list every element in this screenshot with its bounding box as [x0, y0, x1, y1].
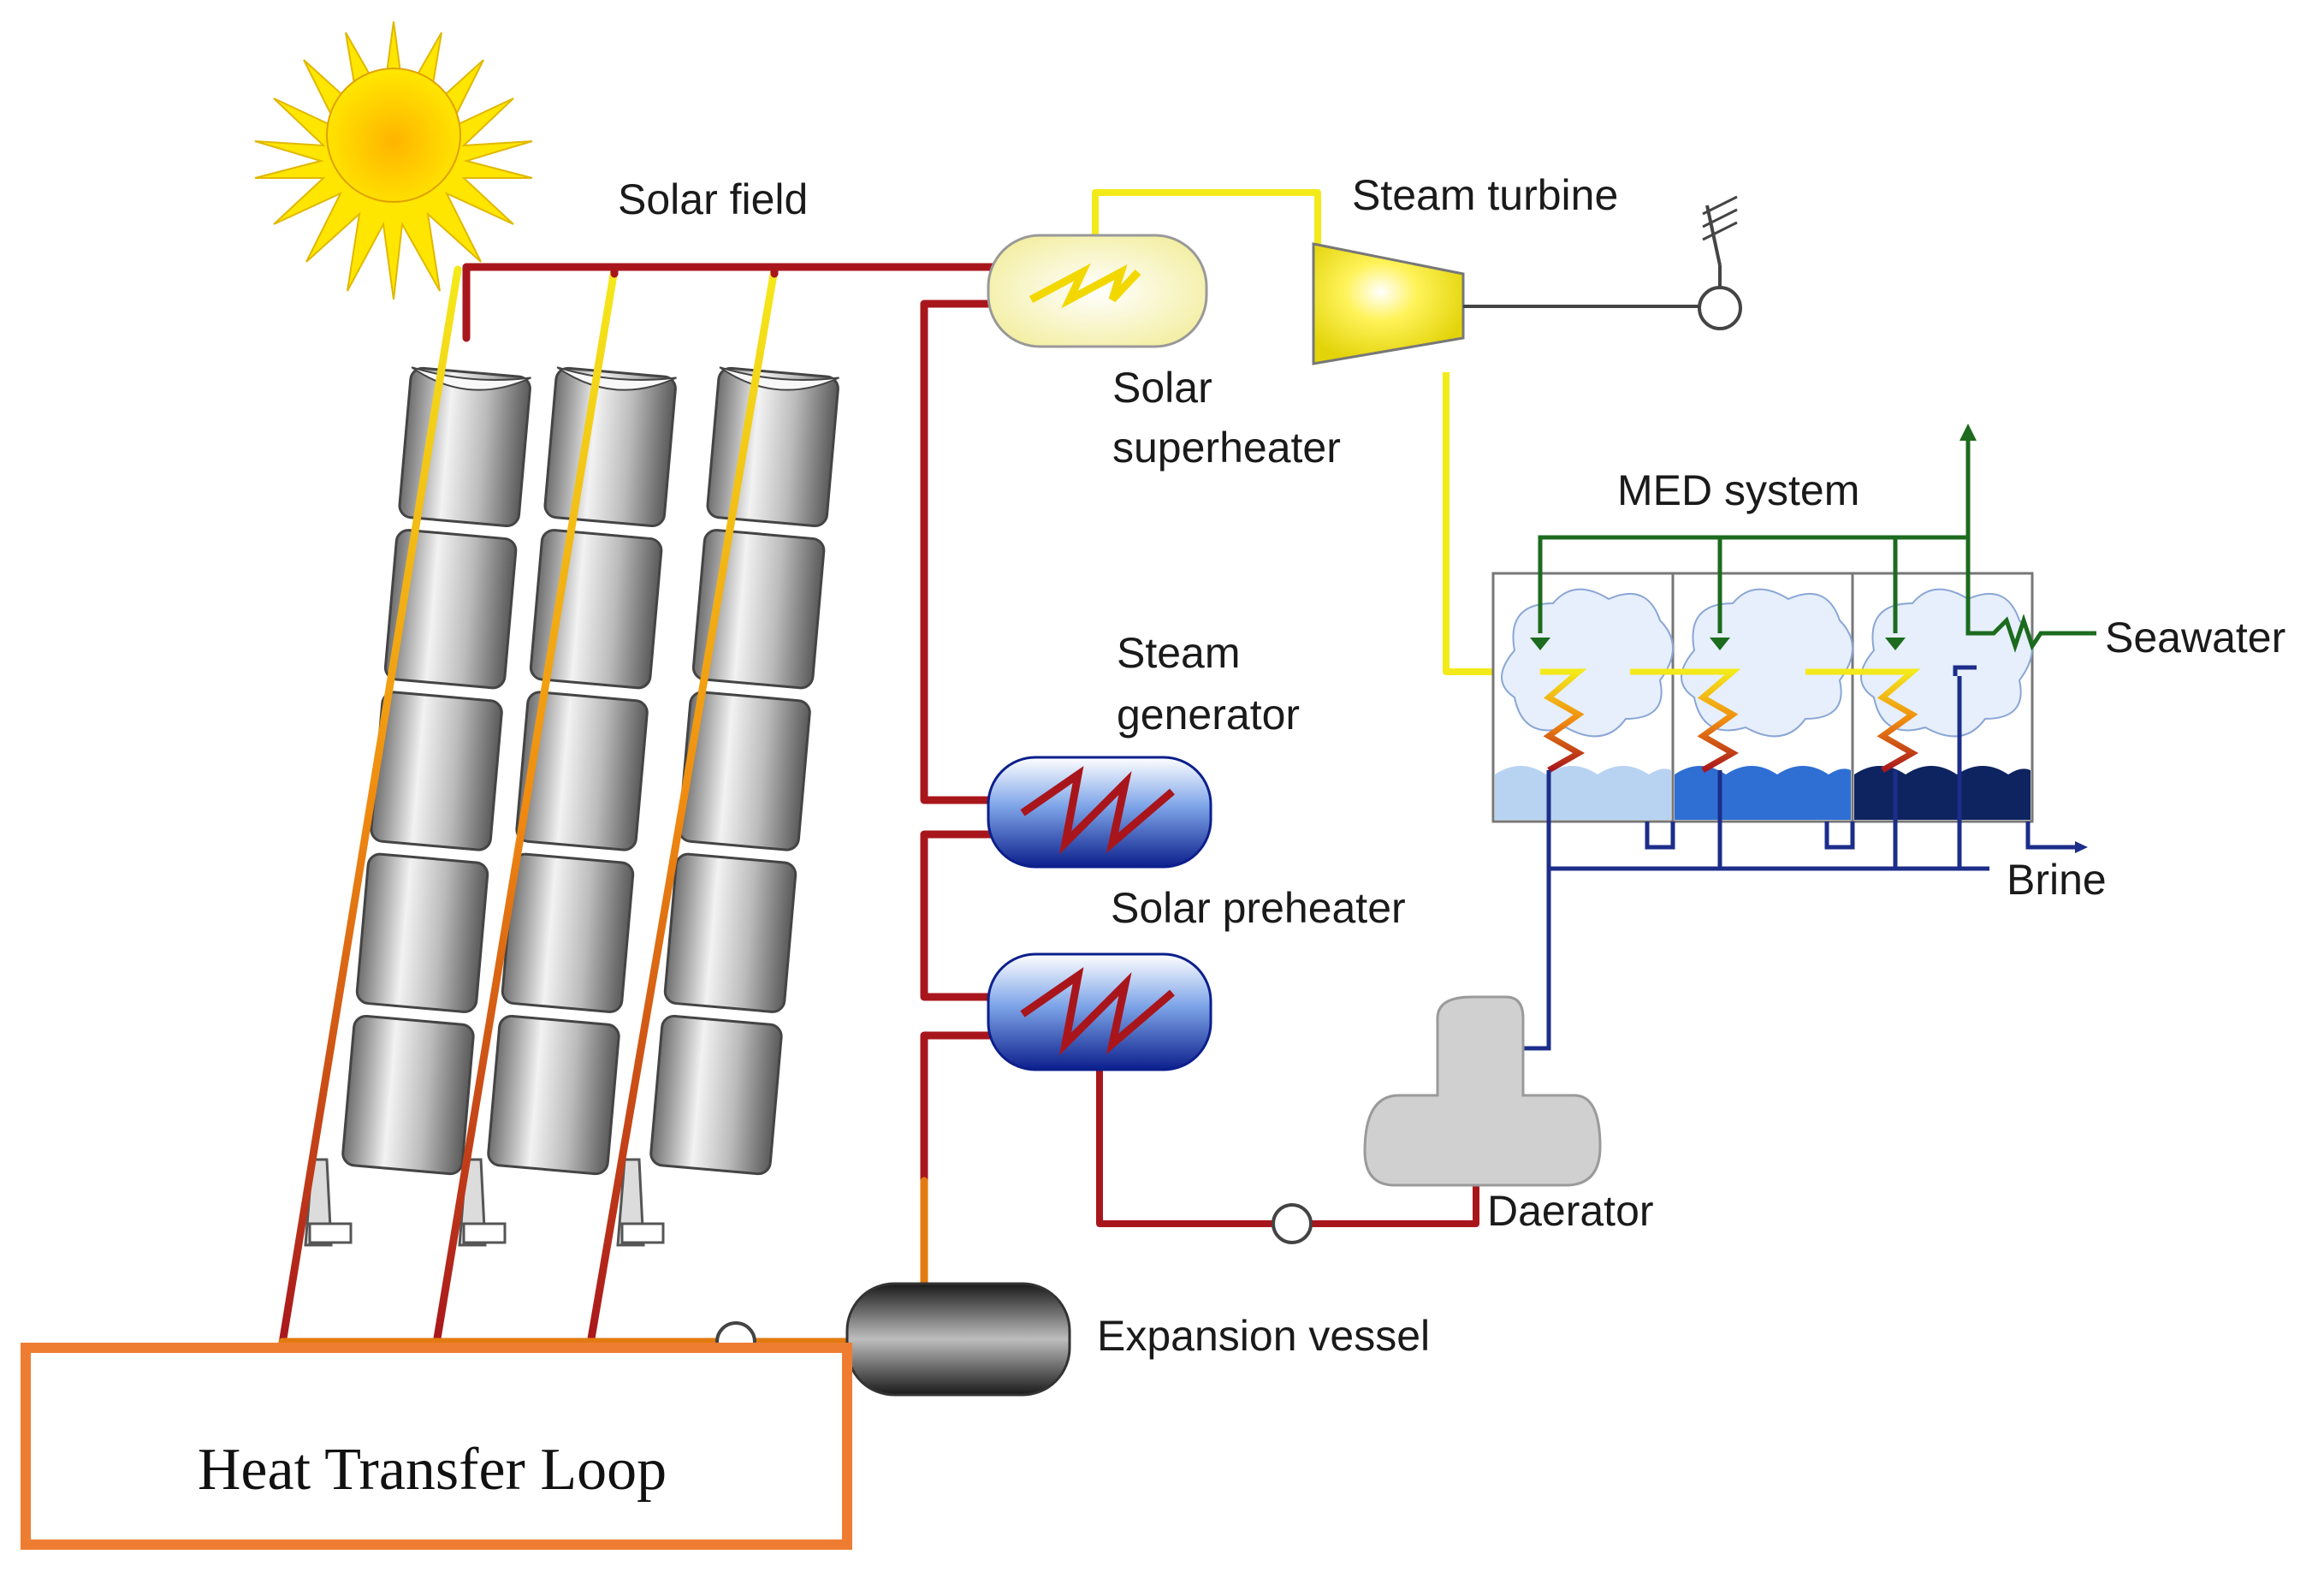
solar-preheater-label: Solar preheater	[1111, 884, 1406, 932]
seawater-feed	[1538, 432, 2096, 653]
heat-transfer-loop-label: Heat Transfer Loop	[198, 1437, 667, 1503]
parabolic-trough-collectors	[304, 366, 839, 1247]
med-system	[1491, 572, 2088, 1051]
solar-superheater-label-line2: superheater	[1112, 424, 1341, 472]
brine-label: Brine	[2007, 856, 2107, 904]
steam-turbine-label: Steam turbine	[1352, 171, 1618, 219]
solar-field-label: Solar field	[618, 175, 808, 223]
pump-icon	[1272, 1203, 1313, 1244]
daerator-label: Daerator	[1487, 1187, 1654, 1235]
med-system-label: MED system	[1617, 466, 1859, 514]
collector-row	[341, 366, 531, 1176]
expansion-vessel	[845, 1282, 1071, 1397]
sun-icon	[254, 21, 533, 300]
solar-superheater	[987, 234, 1208, 348]
solar-preheater	[987, 952, 1212, 1071]
generator-icon	[1698, 286, 1742, 330]
daerator	[1363, 995, 1602, 1187]
heat-transfer-loop-box	[21, 1343, 852, 1550]
collector-row	[649, 366, 839, 1176]
seawater-label: Seawater	[2105, 614, 2285, 661]
expansion-vessel-label: Expansion vessel	[1097, 1312, 1430, 1360]
htf-piping	[278, 263, 1010, 1348]
seawater-arrows	[1530, 424, 1977, 650]
steam-generator-label-line1: Steam	[1117, 629, 1241, 677]
steam-generator	[987, 756, 1212, 869]
steam-turbine	[1312, 195, 1738, 365]
steam-generator-label-line2: generator	[1117, 691, 1300, 739]
solar-superheater-label-line1: Solar	[1112, 364, 1212, 412]
